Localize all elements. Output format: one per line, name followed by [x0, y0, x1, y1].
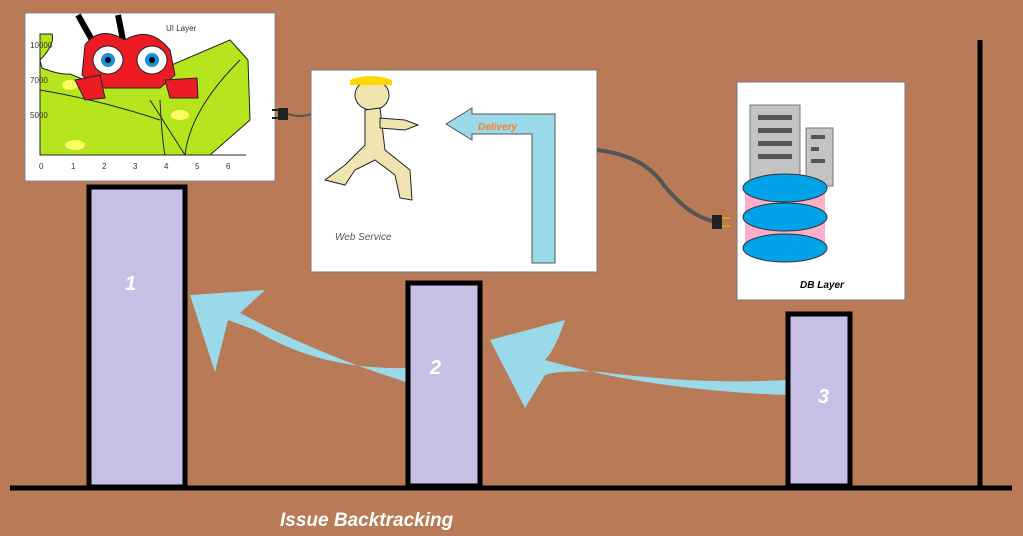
- web-service-title: Web Service: [335, 232, 392, 243]
- ui-layer-title: UI Layer: [166, 24, 197, 33]
- ui-layer-panel: UI Layer 10000 7000 5000 0 1 2 3 4 5 6: [24, 12, 276, 182]
- x-tick: 3: [133, 162, 138, 171]
- running-figure-icon: [323, 76, 420, 201]
- x-tick: 4: [164, 162, 169, 171]
- web-service-panel: Delivery Web Service: [310, 69, 598, 273]
- x-tick: 2: [102, 162, 107, 171]
- y-tick: 7000: [30, 76, 48, 85]
- plug-icon: [272, 108, 312, 120]
- bar-label: 2: [429, 357, 441, 379]
- ladybug-character-icon: [74, 13, 199, 101]
- backtrack-arrow-3-to-2: [490, 320, 786, 408]
- y-tick: 10000: [30, 41, 53, 50]
- delivery-label: Delivery: [478, 122, 517, 133]
- bar-1: 1: [86, 184, 188, 490]
- db-plug-icon: [712, 215, 730, 229]
- bar-label: 1: [125, 273, 136, 295]
- bar-3: 3: [785, 311, 853, 489]
- db-layer-title: DB Layer: [800, 280, 845, 291]
- x-tick: 1: [71, 162, 76, 171]
- db-cable: [596, 148, 721, 224]
- db-layer-panel: DB Layer: [736, 81, 906, 301]
- bar-label: 3: [818, 386, 829, 408]
- x-tick: 6: [226, 162, 231, 171]
- leaf-shape: [39, 33, 251, 156]
- bar-2: 2: [405, 280, 483, 489]
- x-tick: 5: [195, 162, 200, 171]
- backtrack-arrow-2-to-1: [190, 290, 406, 382]
- y-tick: 5000: [30, 111, 48, 120]
- x-tick: 0: [39, 162, 44, 171]
- delivery-arrow: [445, 107, 556, 264]
- database-icon: [742, 173, 828, 263]
- caption: Issue Backtracking: [280, 510, 454, 531]
